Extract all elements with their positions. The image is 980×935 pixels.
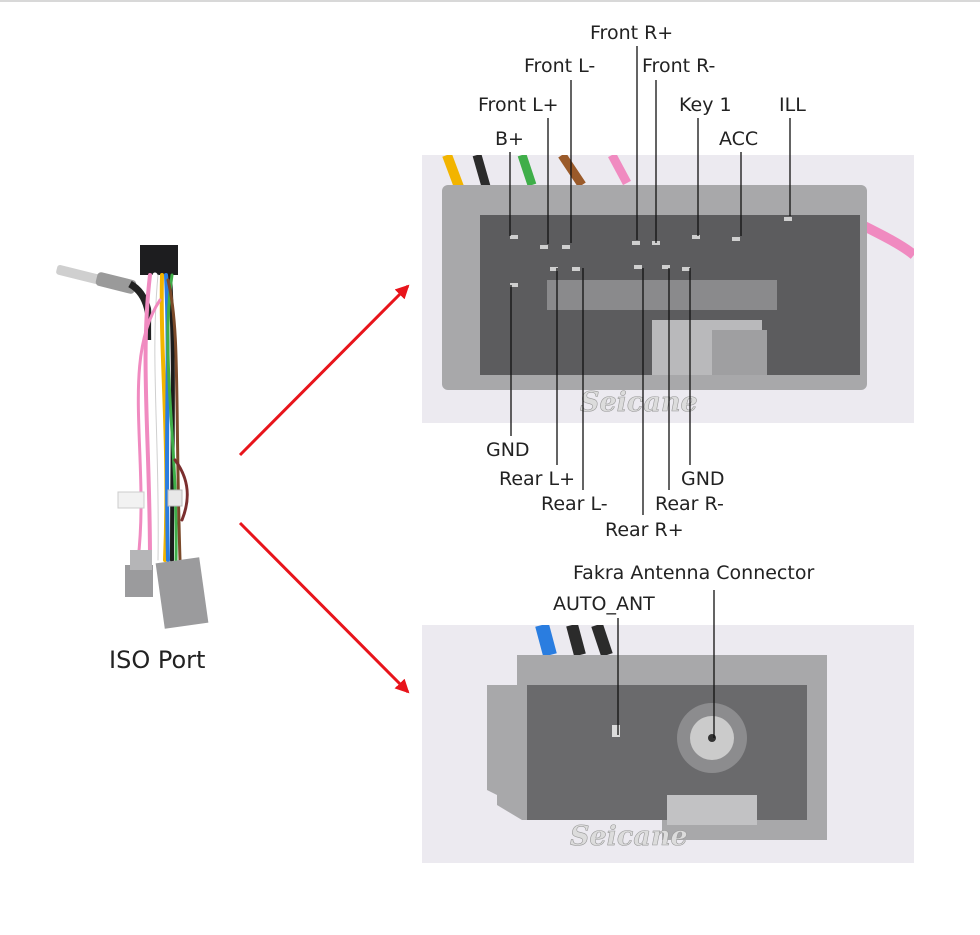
label-gnd-left: GND	[486, 439, 530, 461]
bottom-connector-wires	[535, 625, 613, 657]
label-front-l-plus: Front L+	[478, 94, 559, 116]
label-b-plus: B+	[495, 128, 524, 150]
harness-label-tag	[117, 491, 145, 509]
arrow-to-top-connector	[238, 284, 410, 457]
label-acc: ACC	[719, 128, 759, 150]
label-front-r-plus: Front R+	[590, 22, 674, 44]
label-fakra-antenna-connector: Fakra Antenna Connector	[573, 562, 815, 584]
label-rear-l-plus: Rear L+	[499, 468, 576, 490]
bottom-leader-lines	[510, 268, 691, 515]
top-connector-latch-bar	[547, 280, 777, 310]
harness-small-plug	[167, 489, 183, 507]
label-ill: ILL	[779, 94, 806, 116]
label-rear-r-minus: Rear R-	[655, 493, 724, 515]
top-divider	[0, 0, 980, 2]
label-rear-l-minus: Rear L-	[541, 493, 608, 515]
harness-grey-plug-small	[125, 565, 153, 597]
label-front-l-minus: Front L-	[524, 55, 596, 77]
top-watermark: Seicane	[580, 387, 698, 418]
bottom-connector-photo: Seicane	[422, 625, 914, 863]
auto-ant-pin	[612, 725, 620, 737]
label-rear-r-plus: Rear R+	[605, 519, 684, 541]
harness-wire-bundle	[136, 272, 189, 563]
antenna-leader-lines	[617, 590, 715, 738]
harness-grey-plug-cap	[130, 550, 152, 570]
label-key1: Key 1	[679, 94, 732, 116]
iso-port-label: ISO Port	[109, 646, 206, 674]
label-front-r-minus: Front R-	[642, 55, 716, 77]
top-connector-pins-row2	[510, 265, 690, 287]
harness-grey-plug-large	[155, 557, 209, 629]
arrow-to-bottom-connector	[238, 521, 410, 694]
label-auto-ant: AUTO_ANT	[553, 593, 655, 615]
bottom-connector-tab	[667, 795, 757, 825]
top-connector-key-tab	[712, 330, 767, 375]
top-leader-lines	[509, 46, 791, 244]
label-gnd-right: GND	[681, 468, 725, 490]
bottom-watermark: Seicane	[570, 821, 688, 852]
top-connector-wires	[442, 155, 914, 259]
harness-black-connector	[140, 245, 178, 275]
